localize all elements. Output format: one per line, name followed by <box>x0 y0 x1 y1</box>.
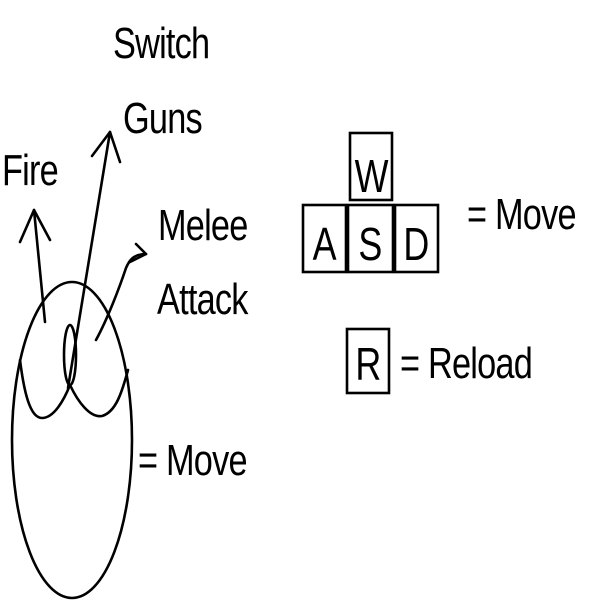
switch-guns-label-line2: Guns <box>123 94 202 143</box>
fire-label: Fire <box>2 146 58 195</box>
key-a: A <box>301 203 348 274</box>
key-d: D <box>393 203 440 274</box>
mouse-left-button <box>18 358 72 420</box>
key-a-letter: A <box>313 219 337 270</box>
key-d-letter: D <box>403 219 428 270</box>
key-s-letter: S <box>358 219 381 270</box>
switch-guns-arrow <box>66 130 122 390</box>
key-w-letter: W <box>355 151 389 202</box>
reload-label: = Reload <box>400 339 532 388</box>
key-r: R <box>345 327 391 395</box>
melee-attack-label-line2: Attack <box>157 275 249 324</box>
key-w: W <box>348 131 394 202</box>
melee-attack-arrow <box>94 242 148 342</box>
mouse-scroll-wheel <box>62 323 78 387</box>
melee-attack-label-line1: Melee <box>158 201 248 250</box>
mouse-move-label: = Move <box>138 436 247 485</box>
mouse-icon <box>10 280 134 600</box>
fire-arrow <box>18 208 52 324</box>
key-s: S <box>346 203 395 274</box>
key-r-letter: R <box>355 339 380 390</box>
mouse-body <box>10 280 134 600</box>
keys-move-label: = Move <box>467 190 576 239</box>
mouse-right-button <box>68 368 130 418</box>
switch-guns-label-line1: Switch <box>113 19 209 68</box>
